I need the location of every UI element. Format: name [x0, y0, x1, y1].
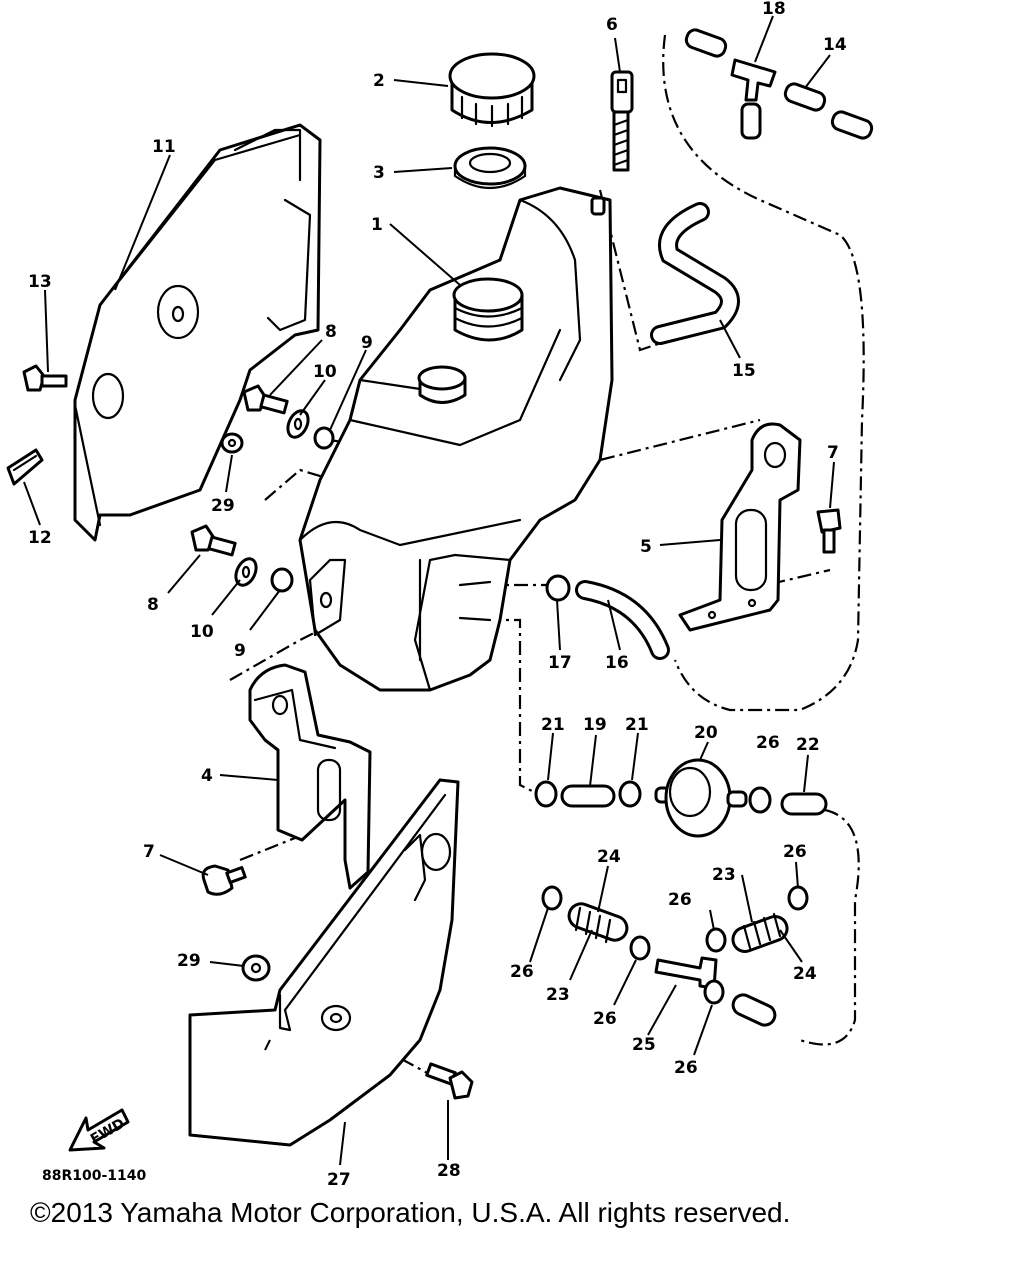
- callout-25: 25: [632, 1035, 656, 1055]
- fuel-cap: [448, 52, 536, 128]
- fuel-hose-16: [545, 574, 670, 660]
- callout-23-left: 23: [546, 985, 570, 1005]
- callout-13: 13: [28, 272, 52, 292]
- callout-28: 28: [437, 1161, 461, 1181]
- callout-3: 3: [373, 163, 385, 183]
- filler-key: [610, 70, 634, 172]
- callout-6: 6: [606, 15, 618, 35]
- callout-26-f: 26: [674, 1058, 698, 1078]
- callout-21-right: 21: [625, 715, 649, 735]
- callout-7-right: 7: [827, 443, 839, 463]
- callout-15: 15: [732, 361, 756, 381]
- lower-side-cover: [188, 778, 460, 1147]
- callout-26-c: 26: [593, 1009, 617, 1029]
- callout-10-upper: 10: [313, 362, 337, 382]
- callout-labels: 1 2 3 4 5 6 7 7 8 8 9 9 10 10 11 12 13 1…: [28, 0, 847, 1190]
- front-bracket: [248, 663, 372, 890]
- callout-26-a: 26: [756, 733, 780, 753]
- callout-27: 27: [327, 1170, 351, 1190]
- callout-23-right: 23: [712, 865, 736, 885]
- callout-14: 14: [823, 35, 847, 55]
- callout-17: 17: [548, 653, 572, 673]
- bolt-28: [425, 1062, 474, 1100]
- callout-16: 16: [605, 653, 629, 673]
- callout-11: 11: [152, 137, 176, 157]
- callout-9-upper: 9: [361, 333, 373, 353]
- callout-20: 20: [694, 723, 718, 743]
- bolts-8: [190, 384, 289, 557]
- callout-8-upper: 8: [325, 322, 337, 342]
- callout-26-e: 26: [783, 842, 807, 862]
- washers-and-nuts: [234, 409, 335, 593]
- callout-24-left: 24: [597, 847, 621, 867]
- callout-4: 4: [201, 766, 213, 786]
- washers-29: [220, 432, 271, 982]
- callout-10-lower: 10: [190, 622, 214, 642]
- callout-18: 18: [762, 0, 786, 19]
- cap-gasket: [453, 146, 527, 189]
- fuel-filter-line: [534, 758, 828, 838]
- callout-29-lower: 29: [177, 951, 201, 971]
- callout-7-left: 7: [143, 842, 155, 862]
- fuel-tank: [298, 186, 614, 692]
- callout-29-upper: 29: [211, 496, 235, 516]
- callout-24-right: 24: [793, 964, 817, 984]
- clip-12: [6, 448, 44, 486]
- leader-lines: [23, 15, 835, 1166]
- front-direction-arrow: FWD: [68, 1108, 130, 1152]
- callout-22: 22: [796, 735, 820, 755]
- callout-21-left: 21: [541, 715, 565, 735]
- vent-fittings: [684, 28, 874, 140]
- callout-8-lower: 8: [147, 595, 159, 615]
- upper-side-cover: [73, 123, 322, 542]
- callout-26-d: 26: [668, 890, 692, 910]
- bolt-13: [22, 364, 68, 392]
- rear-bracket: [678, 422, 802, 632]
- callout-2: 2: [373, 71, 385, 91]
- drawing-code: 88R100-1140: [42, 1168, 147, 1184]
- callout-9-lower: 9: [234, 641, 246, 661]
- callout-5: 5: [640, 537, 652, 557]
- vent-hose: [650, 202, 740, 345]
- copyright-notice: ©2013 Yamaha Motor Corporation, U.S.A. A…: [30, 1197, 791, 1228]
- primer-hoses: [541, 885, 809, 1027]
- callout-19: 19: [583, 715, 607, 735]
- callout-26-b: 26: [510, 962, 534, 982]
- callout-1: 1: [371, 215, 383, 235]
- callout-12: 12: [28, 528, 52, 548]
